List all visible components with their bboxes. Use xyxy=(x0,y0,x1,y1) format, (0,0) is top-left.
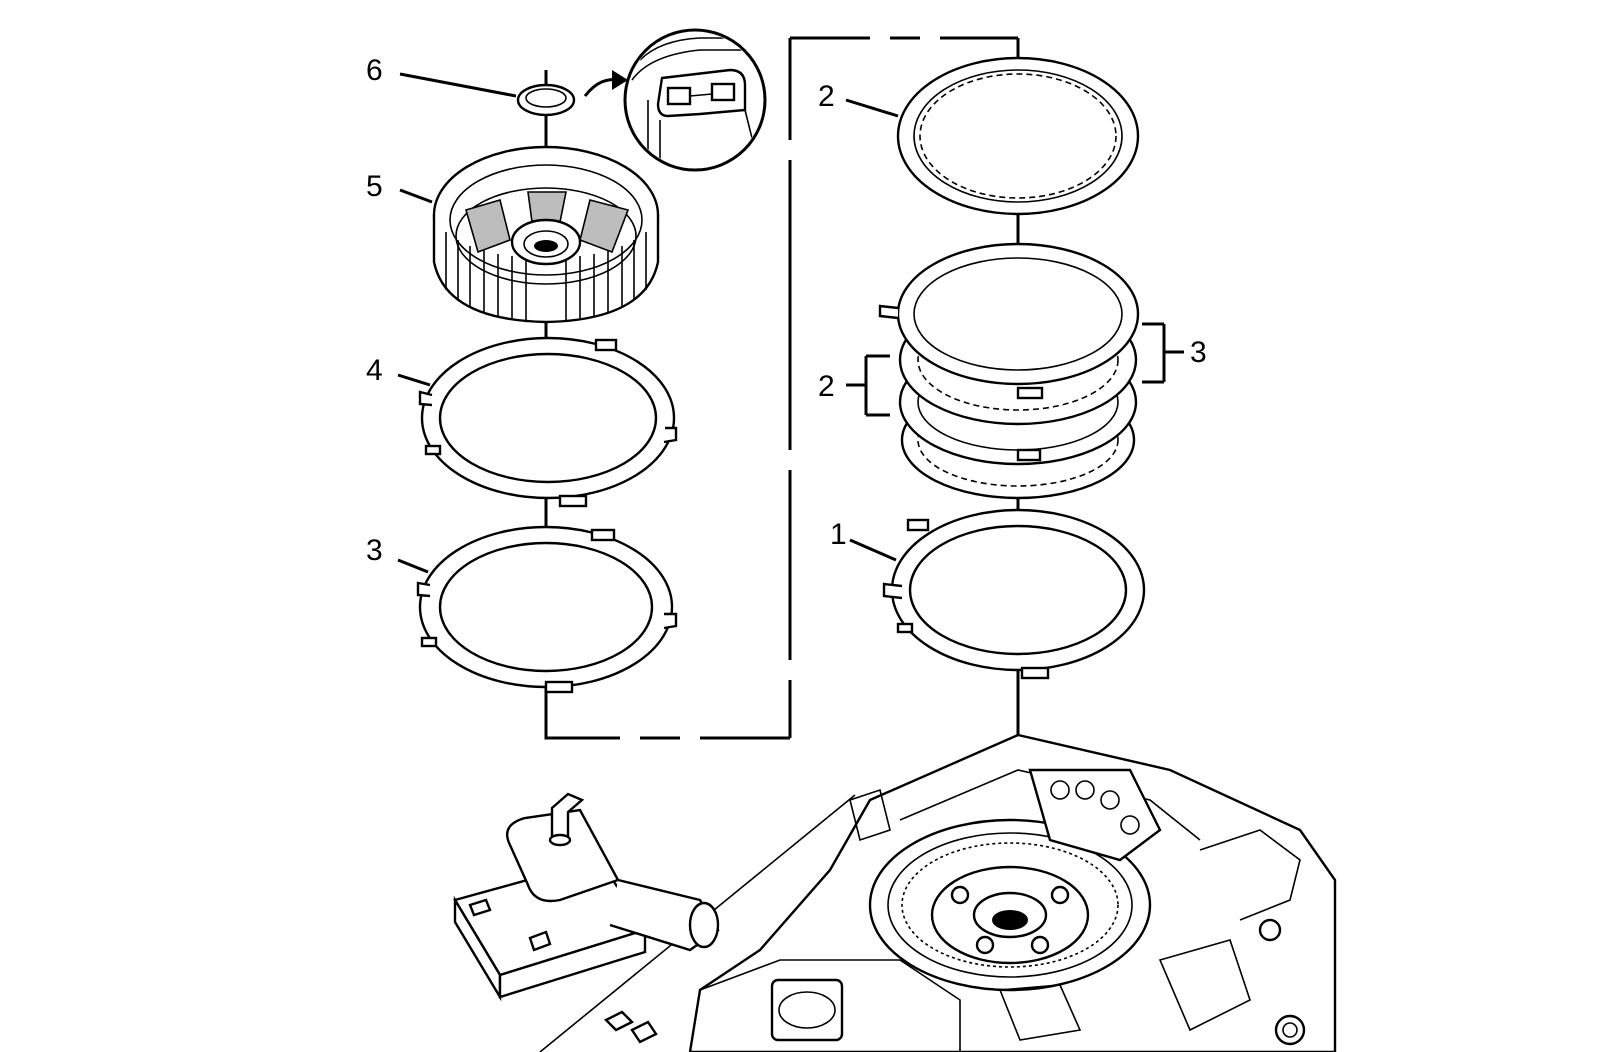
seal-detail-view xyxy=(623,28,767,172)
clutch-plate-part-3-left xyxy=(416,525,678,694)
callout-4: 4 xyxy=(366,354,383,387)
callout-5: 5 xyxy=(366,170,383,203)
callout-3-right: 3 xyxy=(1190,336,1207,369)
seal-ring-part-6 xyxy=(516,70,628,117)
callout-1: 1 xyxy=(830,518,847,551)
callout-2-middle: 2 xyxy=(818,370,835,403)
clutch-pack-stack xyxy=(878,242,1140,500)
callout-3-left: 3 xyxy=(366,534,383,567)
callout-6: 6 xyxy=(366,54,383,87)
friction-plate-part-2-top xyxy=(896,56,1140,216)
clutch-plate-part-4 xyxy=(418,336,678,508)
clutch-housing-part-5 xyxy=(432,145,660,324)
callout-2-top: 2 xyxy=(818,80,835,113)
clutch-plate-part-1 xyxy=(882,508,1146,680)
transmission-case xyxy=(688,733,1337,1052)
callout-leaders xyxy=(397,72,1184,574)
holding-fixture xyxy=(453,792,856,1052)
callout-labels: 6 5 4 3 2 3 2 1 xyxy=(366,54,1207,567)
